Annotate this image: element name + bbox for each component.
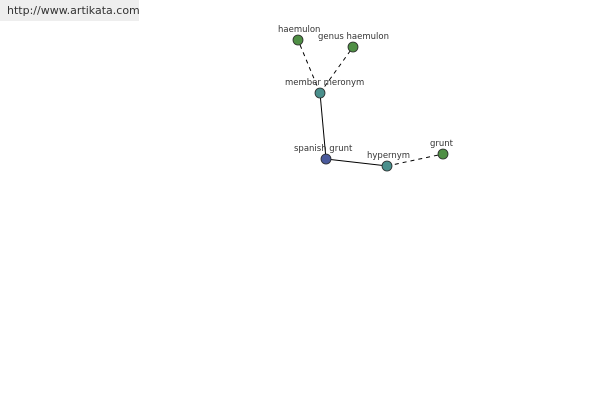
source-bar: http://www.artikata.com: [0, 0, 140, 21]
edge-hypernym-to-grunt: [386, 153, 444, 167]
edge-spanish-grunt-to-member-meronym: [319, 92, 327, 160]
node-hypernym[interactable]: [381, 160, 393, 172]
node-label-grunt[interactable]: grunt: [430, 139, 454, 149]
node-spanish-grunt[interactable]: [320, 153, 332, 165]
node-genus-haemulon[interactable]: [347, 41, 359, 53]
node-member-meronym[interactable]: [314, 87, 326, 99]
node-label-genus-haemulon[interactable]: genus haemulon: [318, 32, 389, 42]
source-link[interactable]: http://www.artikata.com: [7, 4, 140, 17]
edge-member-meronym-to-haemulon: [297, 39, 321, 94]
edge-member-meronym-to-genus-haemulon: [319, 46, 354, 94]
nodes-layer: [292, 34, 449, 172]
node-label-hypernym[interactable]: hypernym: [367, 151, 410, 161]
node-label-member-meronym[interactable]: member meronym: [285, 78, 364, 88]
node-grunt[interactable]: [437, 148, 449, 160]
labels-layer: spanish grunt member meronym hypernym haemu…: [278, 25, 454, 161]
edges-layer: [297, 39, 444, 167]
node-label-spanish-grunt[interactable]: spanish grunt: [294, 144, 353, 154]
edge-spanish-grunt-to-hypernym: [325, 158, 388, 167]
node-haemulon[interactable]: [292, 34, 304, 46]
node-label-haemulon[interactable]: haemulon: [278, 25, 320, 35]
